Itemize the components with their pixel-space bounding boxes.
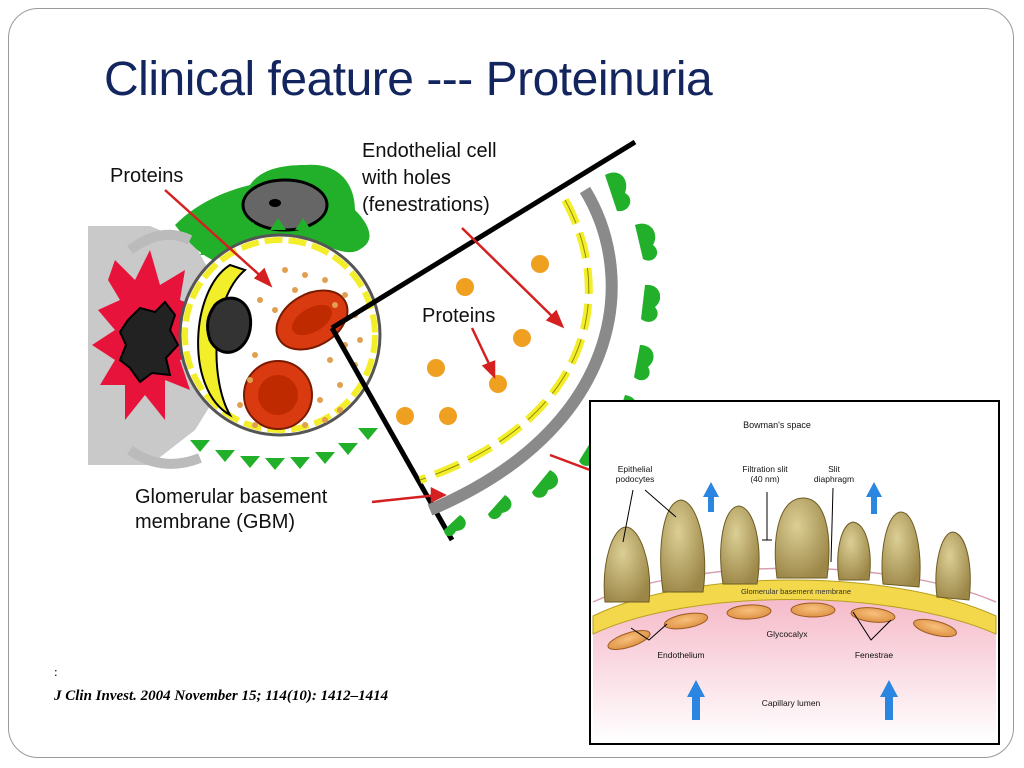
label-endothelial-3: (fenestrations) (362, 194, 490, 216)
label-slit-2: diaphragm (814, 474, 854, 484)
annotation-arrows (164, 189, 591, 504)
capillary-lumen-area (593, 594, 996, 741)
label-fenestrae: Fenestrae (855, 650, 894, 660)
label-epithelial-2: podocytes (616, 474, 655, 484)
label-gbm: Glomerular basement membrane (741, 587, 851, 596)
glomerular-basement-membrane (592, 579, 997, 635)
label-filtration-2: (40 nm) (750, 474, 779, 484)
slide-frame (8, 8, 1014, 758)
endothelial-cells (607, 602, 957, 651)
capillary-loop-outer (127, 229, 193, 255)
podocyte-foot-processes (190, 218, 378, 470)
zoom-wedge (330, 139, 637, 331)
label-filtration-1: Filtration slit (742, 464, 788, 474)
label-slit-1: Slit (828, 464, 840, 474)
flow-arrow-bottom-left (687, 680, 705, 720)
citation-colon: : (54, 664, 58, 679)
flow-arrows (687, 482, 898, 720)
label-proteins-inner: Proteins (422, 305, 495, 327)
leader-lines (622, 487, 892, 641)
label-glycocalyx: Glycocalyx (766, 629, 808, 639)
label-endothelial-1: Endothelial cell (362, 140, 497, 162)
glomerular-filtration-diagram: Proteins Endothelial cell with holes (fe… (88, 139, 660, 542)
gbm-arc (427, 186, 618, 516)
podocytes (603, 497, 971, 603)
label-proteins-top: Proteins (110, 165, 183, 187)
enlarged-foot-processes (444, 172, 660, 537)
flow-arrow-top-left (703, 482, 719, 512)
label-endothelium: Endothelium (657, 650, 704, 660)
label-capillary-lumen: Capillary lumen (762, 698, 821, 708)
label-gbm-2: membrane (GBM) (135, 511, 295, 533)
slide-title: Clinical feature --- Proteinuria (104, 53, 713, 106)
label-gbm-1: Glomerular basement (135, 486, 328, 508)
label-bowmans-space: Bowman's space (743, 420, 811, 430)
filtration-barrier-inset: Bowman's space Epithelial podocytes Filt… (589, 400, 1000, 745)
label-endothelial-2: with holes (361, 167, 451, 189)
flow-arrow-top-right (866, 482, 882, 514)
mesangial-nucleus (118, 300, 180, 384)
protein-dots-large (396, 255, 549, 425)
label-epithelial-1: Epithelial (618, 464, 653, 474)
citation: J Clin Invest. 2004 November 15; 114(10)… (54, 688, 389, 704)
podocyte-nucleus (241, 178, 329, 232)
flow-arrow-bottom-right (880, 680, 898, 720)
